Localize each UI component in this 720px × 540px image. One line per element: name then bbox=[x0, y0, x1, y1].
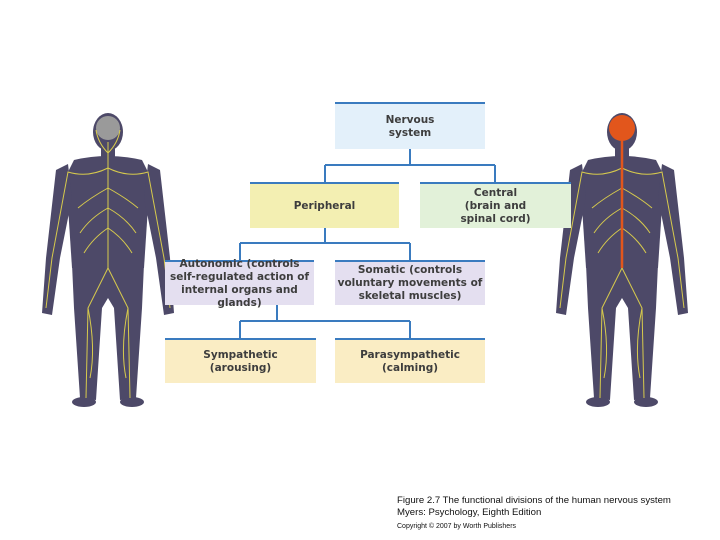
node-somatic: Somatic (controls voluntary movements of… bbox=[335, 260, 485, 305]
connector-peripheral-to-level3 bbox=[239, 228, 411, 260]
node-sympathetic: Sympathetic (arousing) bbox=[165, 338, 316, 383]
brain-outline bbox=[96, 116, 120, 140]
node-parasympathetic: Parasympathetic (calming) bbox=[335, 338, 485, 383]
figure-caption: Figure 2.7 The functional divisions of t… bbox=[397, 495, 715, 532]
nerve-network bbox=[559, 167, 685, 399]
caption-title: Figure 2.7 The functional divisions of t… bbox=[397, 495, 671, 506]
nerve-network bbox=[45, 129, 171, 399]
brain-highlight bbox=[609, 115, 635, 141]
node-nervous-system: Nervous system bbox=[335, 102, 485, 149]
connector-autonomic-to-level4 bbox=[239, 305, 411, 338]
body-illustration-central bbox=[552, 108, 692, 413]
caption-source: Myers: Psychology, Eighth Edition bbox=[397, 507, 542, 518]
node-autonomic: Autonomic (controls self-regulated actio… bbox=[165, 258, 314, 309]
caption-copyright: Copyright © 2007 by Worth Publishers bbox=[397, 523, 517, 530]
node-central: Central (brain and spinal cord) bbox=[420, 182, 571, 228]
node-peripheral: Peripheral bbox=[250, 182, 399, 228]
connector-nervous-to-level2 bbox=[324, 149, 496, 182]
body-illustration-peripheral bbox=[38, 108, 178, 413]
body-silhouette bbox=[42, 113, 174, 407]
